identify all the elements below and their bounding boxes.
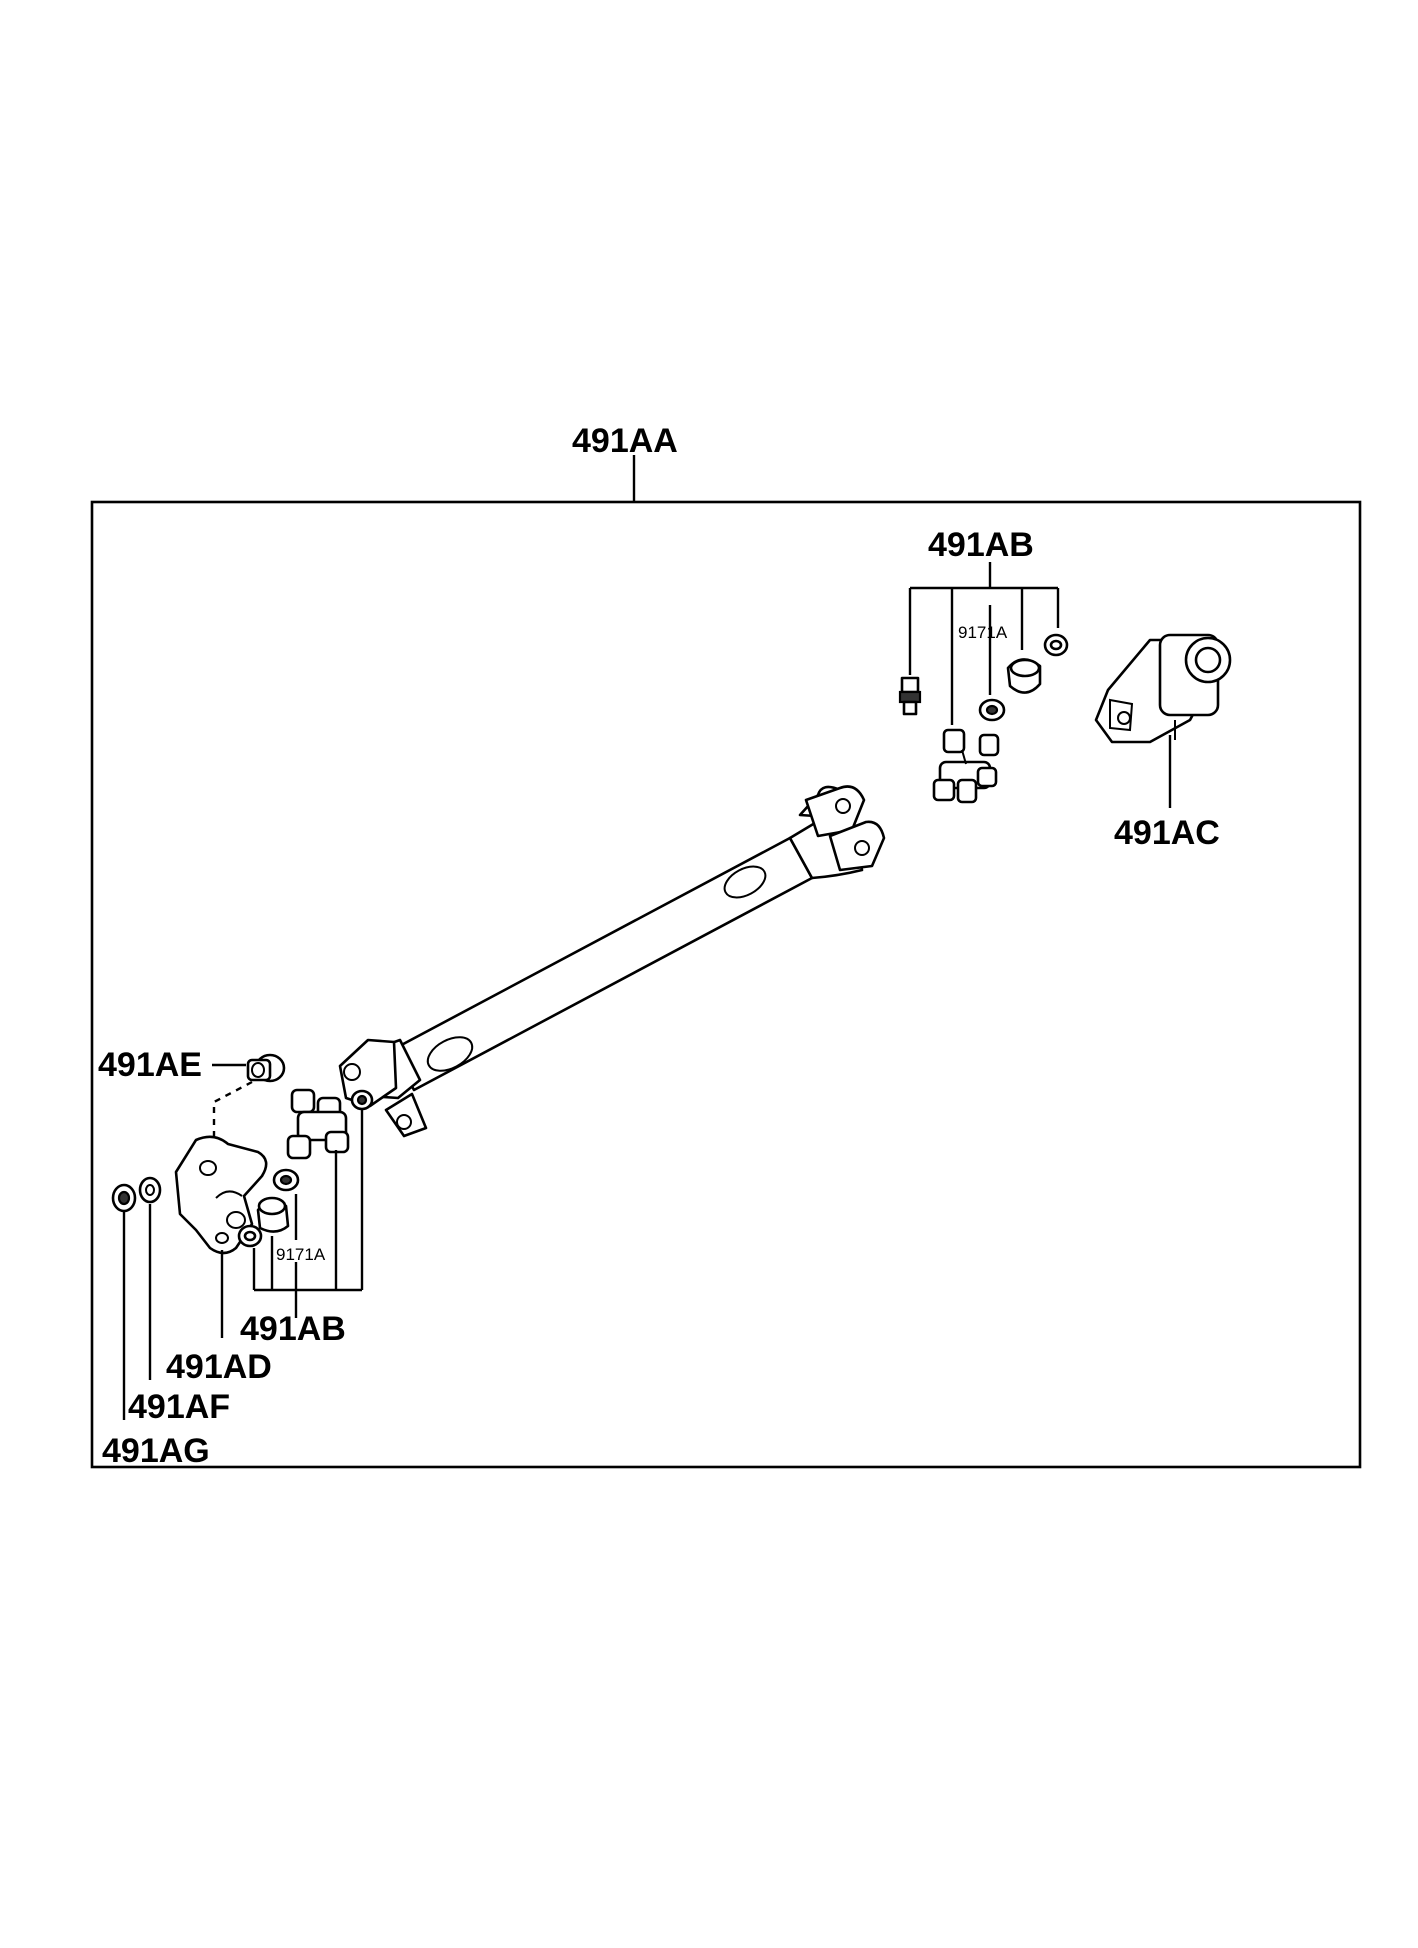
leader-491AB-top: [908, 562, 1060, 725]
kit-label-9171A-bottom: 9171A: [276, 1245, 326, 1264]
assembly-frame: [90, 455, 1362, 1469]
callout-491AA: 491AA: [572, 422, 678, 460]
seal-ring-icon: [978, 698, 1006, 722]
kit-label-9171A-top: 9171A: [958, 623, 1008, 642]
leader-491AB-bottom: [252, 1110, 364, 1318]
spider-cross-icon-bottom: [286, 1088, 350, 1160]
grease-fitting-icon: [898, 676, 922, 716]
bolt-icon: [246, 1053, 286, 1083]
bearing-cup-icon-bottom: [256, 1196, 290, 1233]
flange-yoke-icon: [174, 1135, 268, 1255]
callout-491AG: 491AG: [102, 1432, 210, 1470]
snap-ring-icon-bottom: [237, 1224, 263, 1248]
dashed-guide: [212, 1080, 253, 1160]
slip-yoke-icon: [1094, 633, 1232, 744]
spider-cross-icon: [932, 728, 1000, 804]
bearing-cup-icon: [1006, 658, 1042, 694]
snap-ring-icon: [1043, 633, 1069, 657]
callout-491AF: 491AF: [128, 1388, 230, 1426]
callout-491AD: 491AD: [166, 1348, 272, 1386]
callout-491AC: 491AC: [1114, 814, 1220, 852]
callout-491AB-top: 491AB: [928, 526, 1034, 564]
callout-491AE: 491AE: [98, 1046, 202, 1084]
grease-fitting-icon-bottom: [350, 1089, 374, 1111]
seal-ring-icon-bottom: [272, 1168, 300, 1192]
nut-icon: [111, 1183, 137, 1213]
callout-491AB-bottom: 491AB: [240, 1310, 346, 1348]
washer-icon: [138, 1176, 162, 1204]
drive-shaft-tube-icon: [338, 785, 886, 1138]
